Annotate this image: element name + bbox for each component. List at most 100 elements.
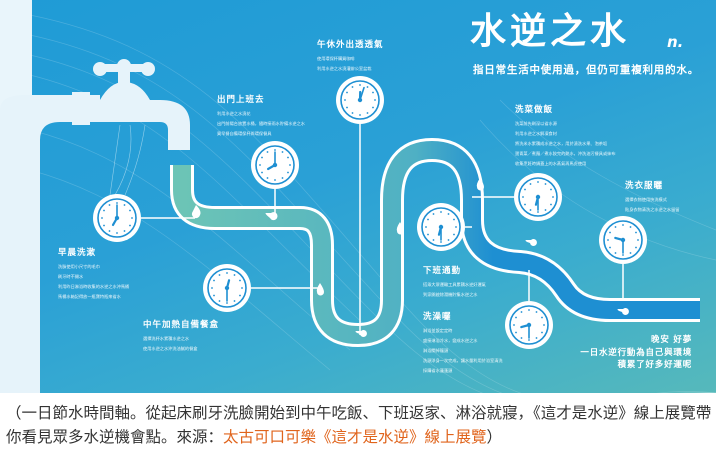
clock-icon (93, 194, 141, 242)
clock-tick (535, 337, 538, 339)
clock-tick (289, 164, 291, 166)
water-stream-icon (109, 124, 146, 196)
clock-connectors (141, 124, 624, 335)
clock-tick (622, 224, 624, 226)
clock-tick (129, 209, 131, 212)
clock-tick (535, 311, 538, 313)
clock-tick (637, 239, 639, 241)
section-bullet: 貼身衣物清洗之水逆之水留留 (625, 207, 680, 212)
clock-tick (359, 84, 361, 86)
clock-icon (251, 141, 299, 189)
clock-tick (425, 226, 427, 228)
clock-tick (351, 86, 354, 88)
section-bullet: 使用水逆之水沖洗油膩的餐盒 (143, 346, 198, 351)
section-title: 早晨洗漱 (58, 248, 97, 258)
infographic: 水逆之水 n. 指日常生活中使用過，但仍可重複利用的水。 午休外出透透氣使用環保… (0, 0, 716, 393)
clock-tick (103, 224, 105, 227)
clock-tick (432, 213, 435, 215)
clock-tick (211, 287, 213, 289)
clock-center (620, 237, 626, 243)
clock-tick (346, 91, 348, 94)
clock-center (224, 285, 230, 291)
infographic-graphics (0, 59, 700, 393)
clock-tick (550, 188, 552, 191)
clock-tick (266, 151, 269, 153)
section-bullet: 到家開啟除濕機貯集水逆之水 (423, 292, 478, 297)
section-bullet: 洗菜前先刷深以省水源 (515, 121, 557, 126)
clock-tick (529, 209, 532, 211)
clock-tick (287, 171, 289, 174)
clock-tick (131, 217, 133, 219)
clock-tick (226, 272, 228, 274)
clock-tick (274, 149, 276, 151)
clock-tick (524, 203, 526, 206)
clock-tick (550, 203, 552, 206)
clock-tick (366, 86, 369, 88)
clock-tick (108, 230, 111, 232)
section-bullet: 出門前陽台放置水桶，隨時接雨水貯備水逆之水 (217, 121, 305, 126)
caption-end: ） (486, 428, 503, 446)
clock-tick (520, 311, 523, 313)
timeline-section: 中午加熱自備餐盒選擇洗杯水累積水逆之水使用水逆之水沖洗油膩的餐盒 (143, 320, 219, 354)
faucet-icon (0, 59, 190, 393)
closing-line: 積累了好多好運呢 (617, 360, 692, 370)
poster-subtitle: 指日常生活中使用過，但仍可重複利用的水。 (473, 64, 699, 76)
section-bullet: 馬桶水箱記得放一瓶寶特瓶來省水 (58, 294, 121, 299)
clock-tick (281, 177, 284, 179)
clock-tick (520, 337, 523, 339)
section-bullet: 淋浴關掉龍頭 (423, 348, 449, 353)
clock-tick (522, 196, 524, 198)
clock-tick (261, 156, 263, 159)
clock-tick (629, 226, 632, 228)
clock-tick (233, 274, 236, 276)
section-bullet: 洗臉使用小尺寸的毛巾 (58, 264, 100, 269)
clock-center (272, 162, 278, 168)
clock-tick (233, 300, 236, 302)
clock-tick (281, 151, 284, 153)
timeline-section: 洗衣服曬選擇衣物使用快洗模式貼身衣物清洗之水逆之水留留 (625, 181, 679, 215)
clock-tick (528, 309, 530, 311)
closing-line: 一日水逆行動為自己與環境 (580, 347, 692, 358)
clock-tick (274, 179, 276, 181)
clock-tick (537, 211, 539, 213)
clock-tick (287, 156, 289, 159)
section-bullet: 利用水逆之水解凍食材 (515, 131, 557, 136)
section-bullet: 燙青菜／煮麵／煮水餃完的熱水，沖洗油污餐具或抹布 (515, 151, 616, 156)
clock-tick (453, 218, 455, 221)
clock-tick (609, 246, 611, 249)
clock-tick (541, 331, 543, 334)
clock-tick (528, 339, 530, 341)
clock-tick (552, 196, 554, 198)
clock-tick (529, 183, 532, 185)
clock-tick (614, 252, 617, 254)
section-bullet: 刷牙時不開水 (58, 274, 84, 279)
clock-tick (213, 279, 215, 282)
clock-tick (432, 239, 435, 241)
clock-icon (599, 216, 647, 264)
clock-tick (359, 114, 361, 116)
clock-tick (123, 230, 126, 232)
clock-tick (101, 217, 103, 219)
section-bullet: 收集烹飪時鍋蓋上的水蒸氣再馬虎使用 (515, 161, 587, 166)
section-bullet: 選擇洗杯水累積水逆之水 (143, 336, 190, 341)
clock-tick (372, 91, 374, 94)
section-title: 洗澡囉 (423, 312, 452, 322)
closing-message: 晚安 好夢 一日水逆行動為自己與環境 積累了好多好運呢 (580, 334, 692, 372)
clock-tick (614, 226, 617, 228)
poster-title: 水逆之水 (470, 11, 631, 52)
clock-tick (261, 171, 263, 174)
caption-source-link[interactable]: 太古可口可樂《這才是水逆》線上展覽 (223, 428, 487, 446)
timeline-section: 洗澡囉淋浴並設定定時盛接淋浴冷水，變成水逆之水淋浴關掉龍頭洗頭淨身一次完成，讓水… (423, 312, 503, 376)
section-bullet: 搭乘大眾運輸工具累積水逆好運氣 (423, 282, 486, 287)
clock-tick (455, 226, 457, 228)
clock-center (114, 215, 120, 221)
clock-tick (635, 246, 637, 249)
clock-tick (116, 232, 118, 234)
section-bullet: 利用水逆之水澆灌辦公室盆栽 (317, 66, 372, 71)
clock-tick (226, 302, 228, 304)
section-bullet: 利用昨日淋浴時收集的水逆之水沖馬桶 (58, 284, 130, 289)
closing-line: 晚安 好夢 (651, 335, 692, 345)
clock-tick (524, 188, 526, 191)
clock-tick (123, 204, 126, 206)
timeline-section: 早晨洗漱洗臉使用小尺寸的毛巾刷牙時不開水利用昨日淋浴時收集的水逆之水沖馬桶馬桶水… (58, 248, 129, 302)
